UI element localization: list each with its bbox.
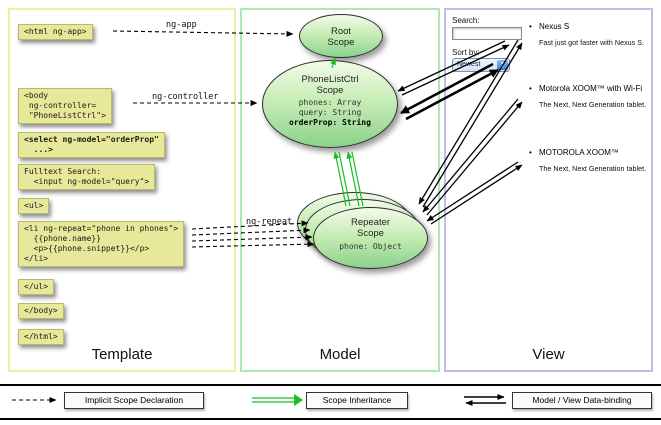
legend-scope-inheritance: Scope Inheritance [306,392,408,409]
code-line: <p>{{phone.snippet}}</p> [24,244,150,253]
phonelistctrl-scope-title: Scope [316,85,344,96]
ng-app-arrow-label: ng-app [166,20,197,30]
bullet-icon: • [529,148,532,157]
phone-name: MOTOROLA XOOM™ [539,148,619,157]
code-box-html-close: </html> [18,329,64,345]
code-line: <ul> [24,201,44,210]
template-panel-label: Template [91,346,153,363]
code-box-html-open: <html ng-app> [18,24,93,40]
root-scope-ellipse: Root Scope [299,14,383,58]
sort-dropdown[interactable]: Newest ▴▾ [452,58,510,72]
phone-name: Nexus S [539,22,570,31]
code-box-body-open: <body ng-controller= "PhoneListCtrl"> [18,88,112,124]
code-line: </ul> [24,282,49,291]
code-box-ul-close: </ul> [18,279,55,295]
root-scope-title: Scope [327,37,355,48]
legend-green-arrow-icon [252,394,303,406]
legend-divider-top [0,384,661,386]
phone-name: Motorola XOOM™ with Wi-Fi [539,84,643,93]
view-panel-label: View [532,346,565,363]
code-box-body-close: </body> [18,303,64,319]
code-line: <body [24,91,49,100]
phone-snippet: The Next, Next Generation tablet. [539,164,647,173]
dropdown-stepper-icon: ▴▾ [497,60,508,70]
code-line: <input ng-model="query"> [24,177,150,186]
phone-snippet: Fast just got faster with Nexus S. [539,38,645,47]
scope-property: phone: Object [339,242,402,251]
scope-property: query: String [298,108,362,117]
code-line: </li> [24,254,49,263]
code-box-li-repeat: <li ng-repeat="phone in phones"> {{phone… [18,221,185,267]
repeater-scope-ellipse: Repeater Scope phone: Object [313,207,428,269]
code-box-fulltext-search: Fulltext Search: <input ng-model="query"… [18,164,156,190]
code-line: {{phone.name}} [24,234,102,243]
phonelistctrl-scope-title: PhoneListCtrl [301,74,359,85]
repeater-scope-title: Repeater [350,217,391,228]
legend-implicit-scope-declaration: Implicit Scope Declaration [64,392,204,409]
sort-label: Sort by: [452,48,480,57]
code-line: <li ng-repeat="phone in phones"> [24,224,179,233]
phonelistctrl-scope-ellipse: PhoneListCtrl Scope phones: Array query:… [262,60,398,148]
model-panel-label: Model [319,346,361,363]
code-box-ul-open: <ul> [18,198,50,214]
legend-model-view-databinding: Model / View Data-binding [512,392,652,409]
code-line: <select ng-model="orderProp" [24,135,159,144]
phone-snippet: The Next, Next Generation tablet. [539,100,647,109]
code-line: Fulltext Search: [24,167,102,176]
ng-controller-arrow-label: ng-controller [152,92,219,102]
code-line: ng-controller= [24,101,97,110]
search-label: Search: [452,16,480,25]
bullet-icon: • [529,22,532,31]
scope-property: orderProp: String [289,118,371,127]
search-input[interactable] [452,27,522,40]
ng-repeat-arrow-label: ng-repeat [246,217,293,227]
root-scope-title: Root [330,26,352,37]
code-line: </html> [24,332,58,341]
code-box-select: <select ng-model="orderProp" ...> [18,132,165,158]
bullet-icon: • [529,84,532,93]
code-line: </body> [24,306,58,315]
code-line: <html ng-app> [24,27,87,36]
repeater-scope-title: Scope [357,228,384,239]
scope-property: phones: Array [298,98,362,107]
legend-double-arrow-icon [464,394,506,406]
code-line: ...> [24,145,53,154]
sort-dropdown-value: Newest [457,61,481,68]
legend-divider-bottom [0,418,661,420]
code-line: "PhoneListCtrl"> [24,111,106,120]
